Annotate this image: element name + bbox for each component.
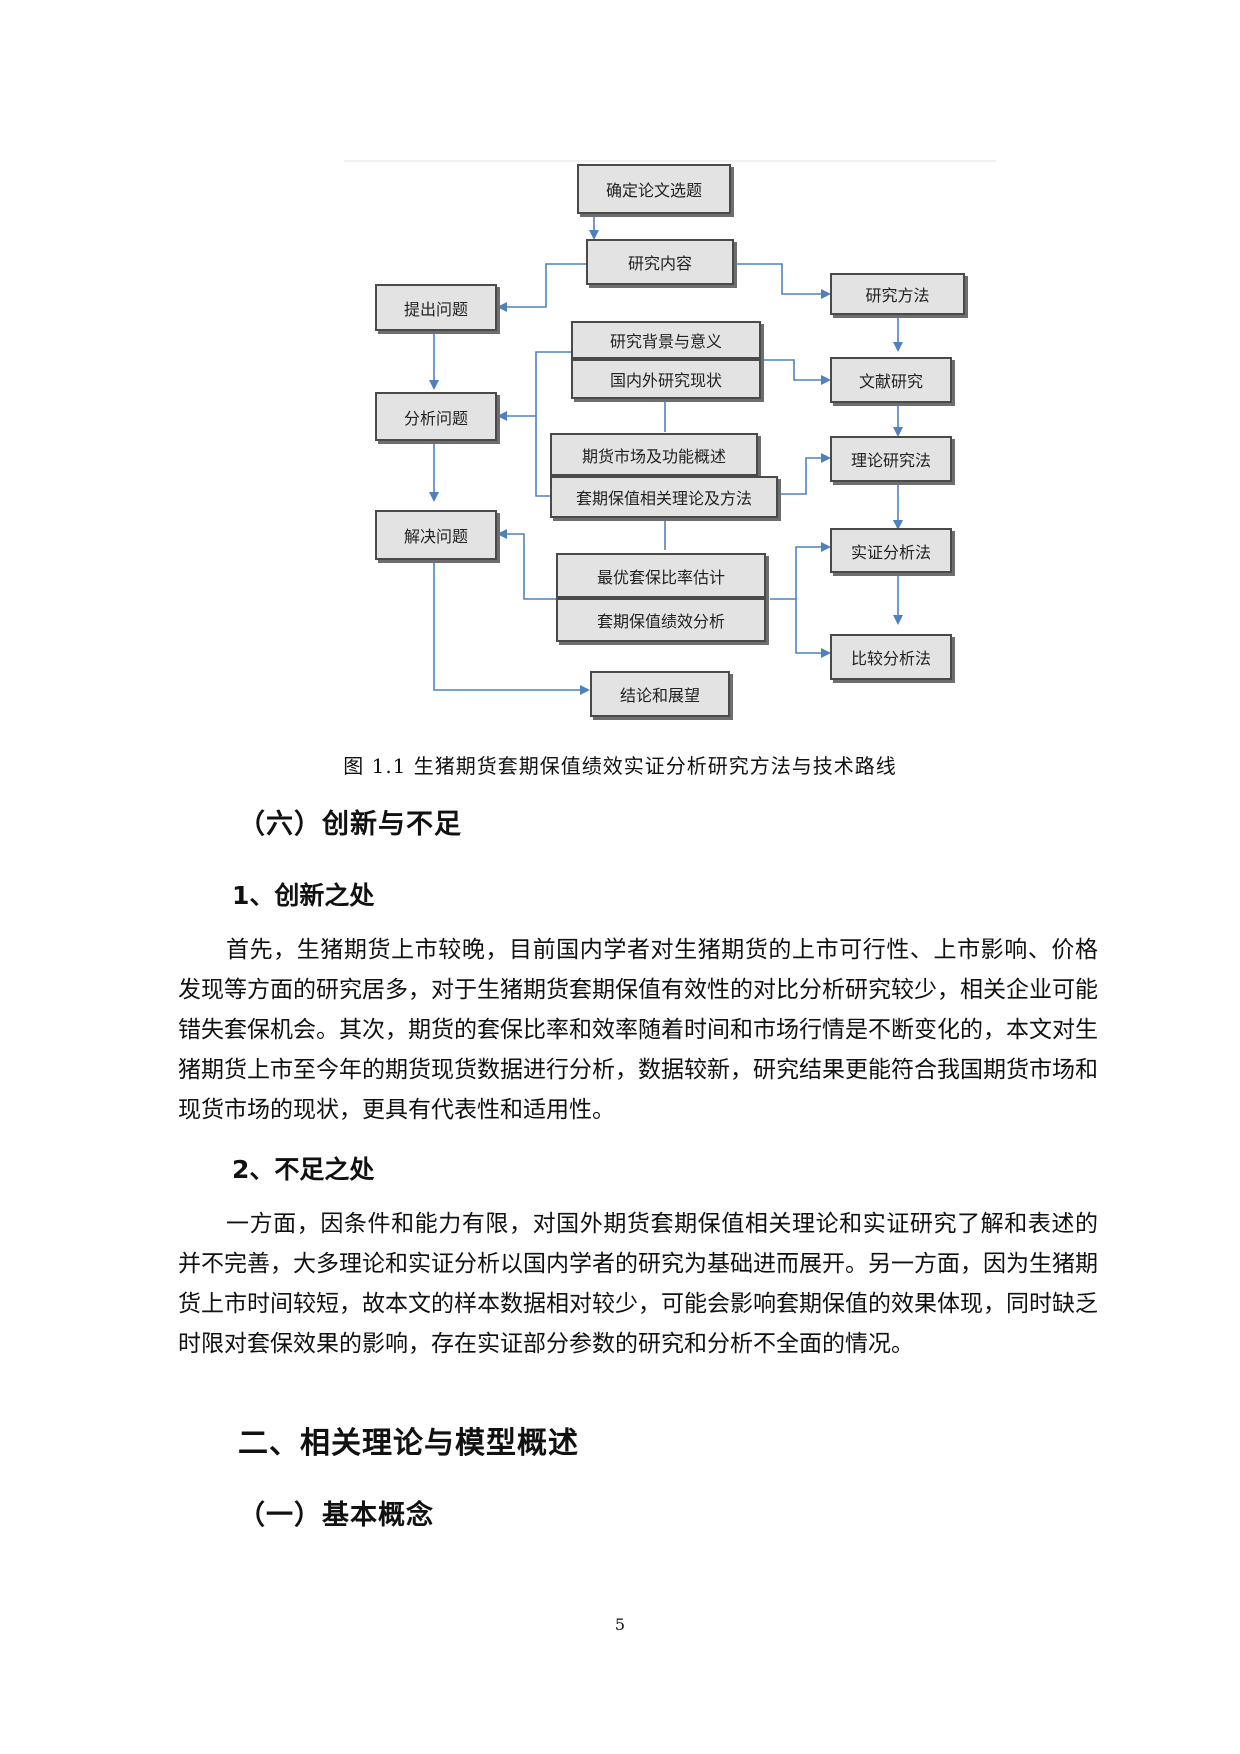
box-theory-research-method: 理论研究法 [830,436,952,482]
technical-route-diagram: 确定论文选题 研究内容 提出问题 研究方法 研究背景与意义 国内外研究现状 文献… [340,158,1000,728]
box-hedge-theory: 套期保值相关理论及方法 [550,476,778,518]
box-determine-topic: 确定论文选题 [577,164,731,214]
shortcoming-subheading: 2、不足之处 [232,1155,375,1184]
box-background-significance: 研究背景与意义 [571,321,761,359]
box-analyze-question: 分析问题 [375,392,497,441]
innovation-subheading: 1、创新之处 [232,881,375,910]
arrow-perf-empirical [770,542,831,600]
figure-caption: 图 1.1 生猪期货套期保值绩效实证分析研究方法与技术路线 [343,754,897,778]
innovation-heading: （六）创新与不足 [238,809,462,840]
arrow-status-literature [761,359,831,385]
box-domestic-foreign-status: 国内外研究现状 [571,359,761,399]
arrow-perf-comparative [795,599,831,658]
shortcoming-paragraph: 一方面，因条件和能力有限，对国外期货套期保值相关理论和实证研究了解和表述的并不完… [178,1211,1098,1357]
box-empirical-analysis: 实证分析法 [830,528,952,573]
basic-concepts-heading: （一）基本概念 [238,1500,434,1531]
box-comparative-analysis: 比较分析法 [830,634,952,680]
box-solve-question: 解决问题 [375,510,497,560]
box-hedge-performance: 套期保值绩效分析 [556,598,766,642]
box-research-content: 研究内容 [586,239,734,285]
innovation-paragraph: 首先，生猪期货上市较晚，目前国内学者对生猪期货的上市可行性、上市影响、价格发现等… [178,937,1098,1123]
box-conclusion-outlook: 结论和展望 [590,671,730,717]
box-optimal-ratio: 最优套保比率估计 [556,553,766,598]
page-number: 5 [614,1615,626,1634]
box-raise-question: 提出问题 [375,284,497,331]
diagram-arrows [344,160,996,695]
arrow-solve-conclusion [433,560,590,695]
box-literature-research: 文献研究 [830,357,952,403]
arrow-perf-solve [497,529,583,600]
arrow-content-raise [497,263,588,312]
chapter-heading: 二、相关理论与模型概述 [238,1426,579,1461]
box-futures-market-overview: 期货市场及功能概述 [550,433,758,476]
arrow-hedge-theory-method [779,453,831,495]
arrow-content-method [734,263,831,299]
arrow-research-analyze [497,351,572,421]
box-research-method: 研究方法 [830,273,965,315]
